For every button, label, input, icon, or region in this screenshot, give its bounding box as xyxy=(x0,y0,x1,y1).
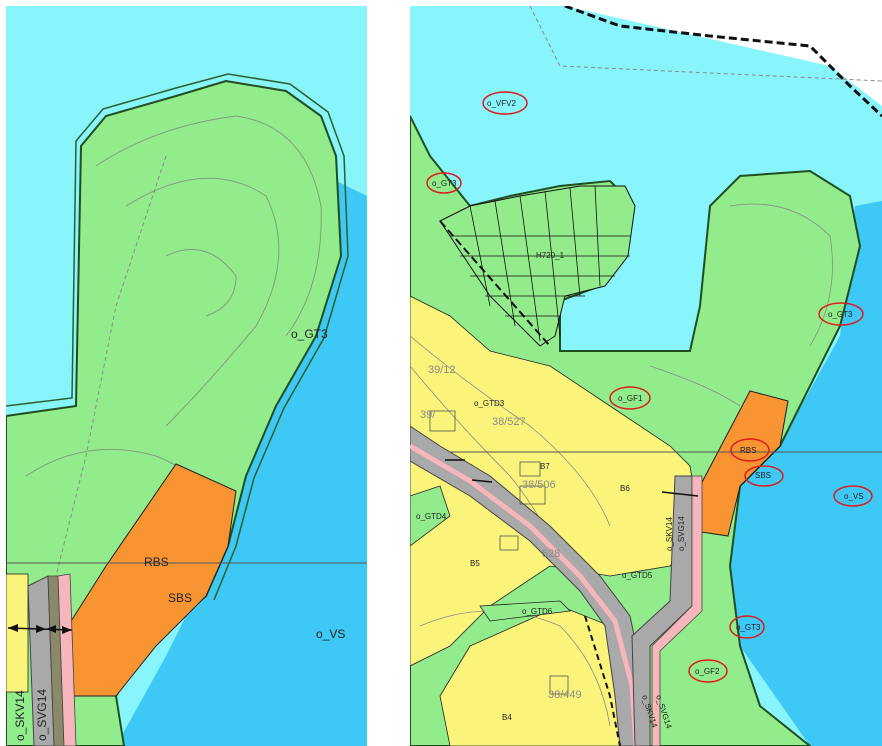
building-outlines xyxy=(429,410,569,695)
zone-label-gt3-top: o_GT3 xyxy=(432,179,457,188)
zone-label-sbs: SBS xyxy=(755,471,771,480)
parcel-label-39: 39/ xyxy=(420,409,436,421)
road-strip xyxy=(47,575,65,746)
zone-label-rbs: RBS xyxy=(144,555,169,569)
arrow-head xyxy=(36,625,46,633)
road-label-skv: o_SKV14 xyxy=(665,517,674,551)
road-label-svg: o_SVG14 xyxy=(677,516,686,551)
zone-label-gt3: o_GT3 xyxy=(291,327,328,341)
zone-label-gt3-bottom: o_GT3 xyxy=(736,623,761,632)
green-strip-gtd4 xyxy=(410,485,451,547)
parcel-label-38-527: 38/527 xyxy=(492,416,526,428)
zone-label-gf2: o_GF2 xyxy=(695,667,720,676)
width-arrows xyxy=(445,459,699,497)
dashed-boundary xyxy=(55,155,167,577)
arrow-head xyxy=(8,624,18,632)
arrow-head xyxy=(46,625,56,633)
zone-label-b4: B4 xyxy=(502,713,512,722)
zone-label-vs: o_VS xyxy=(316,627,345,641)
contour-line xyxy=(125,177,280,427)
contour-line xyxy=(95,115,322,337)
zone-label-h720: H720_1 xyxy=(536,251,565,260)
red-highlight-marks xyxy=(426,91,873,683)
road-pink-sidewalk xyxy=(410,443,639,746)
zone-label-gtd3: o_GTD3 xyxy=(474,399,505,408)
outside-area xyxy=(565,6,882,106)
road-label-svg: o_SVG14 xyxy=(35,689,49,741)
zone-label-b6: B6 xyxy=(620,484,630,493)
zone-label-gf1: o_GF1 xyxy=(618,394,643,403)
dark-sea-area xyxy=(720,201,882,746)
zone-label-b5: B5 xyxy=(470,559,480,568)
orange-rbs-zone xyxy=(65,463,237,697)
zone-label-b7: B7 xyxy=(540,462,550,471)
zone-label-sbs: SBS xyxy=(168,591,192,605)
left-map: o_GT3 RBS SBS o_VS o_SKV14 o_SVG14 xyxy=(6,6,367,746)
hatch-boundary xyxy=(439,220,551,347)
contour-lines xyxy=(410,203,833,727)
right-map-panel[interactable]: o_VFV2 o_GT3 o_GT3 o_GT3 H720_1 o_GF1 o_… xyxy=(410,6,882,746)
zone-label-rbs: RBS xyxy=(740,446,756,455)
parcel-label-39-12: 39/12 xyxy=(428,364,456,376)
parcel-label-38-506: 38/506 xyxy=(522,479,556,491)
zone-label-gtd4: o_GTD4 xyxy=(416,512,447,521)
coastline xyxy=(6,73,349,601)
zone-label-vs: o_VS xyxy=(844,492,864,501)
parcel-label-528: 528 xyxy=(542,548,560,560)
parcel-label-38-449: 38/449 xyxy=(548,689,582,701)
yellow-zone xyxy=(6,573,29,693)
right-map: o_VFV2 o_GT3 o_GT3 o_GT3 H720_1 o_GF1 o_… xyxy=(410,6,882,746)
road-pink-sidewalk xyxy=(57,573,77,746)
zone-label-gt3-right: o_GT3 xyxy=(828,310,853,319)
green-strip-gtd6 xyxy=(479,600,571,622)
road-branch-sidewalk xyxy=(651,475,703,746)
zone-label-gtd5: o_GTD5 xyxy=(622,571,653,580)
contour-line xyxy=(165,248,237,317)
zone-label-vfv2: o_VFV2 xyxy=(487,99,516,108)
dashed-boundary-lower xyxy=(584,615,621,746)
plan-boundary xyxy=(564,6,882,118)
hatch-grid xyxy=(450,185,630,342)
road-grey xyxy=(27,575,55,746)
road-label-skv: o_SKV14 xyxy=(13,690,27,741)
left-map-panel[interactable]: o_GT3 RBS SBS o_VS o_SKV14 o_SVG14 xyxy=(6,6,367,746)
dashed-boundary xyxy=(529,6,882,82)
zone-label-gtd6: o_GTD6 xyxy=(522,607,553,616)
arrow-head xyxy=(62,626,72,634)
